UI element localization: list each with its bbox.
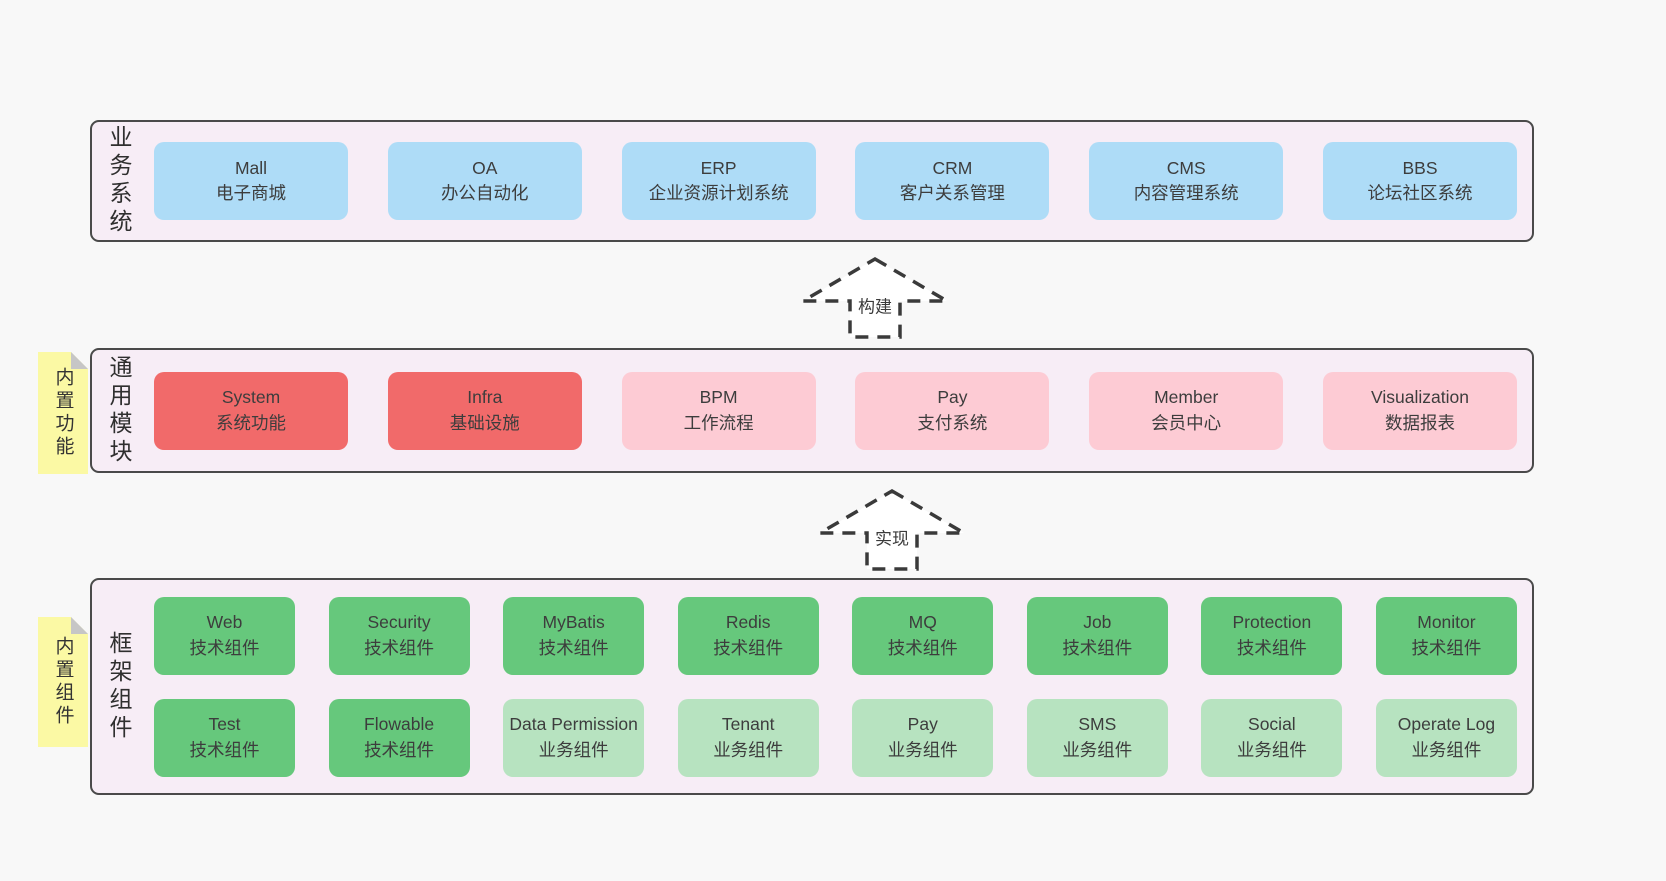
- box-title: Test: [208, 714, 241, 735]
- box-sms: SMS 业务组件: [1026, 698, 1168, 777]
- implement-arrow: 实现: [817, 487, 967, 573]
- box-web: Web 技术组件: [154, 596, 295, 675]
- box-subtitle: 技术组件: [1236, 637, 1307, 658]
- box-subtitle: 内容管理系统: [1133, 183, 1239, 203]
- box-title: Social: [1248, 714, 1296, 735]
- box-infra: Infra 基础设施: [387, 371, 582, 450]
- box-data-permission: Data Permission 业务组件: [503, 698, 645, 777]
- box-subtitle: 技术组件: [1411, 637, 1482, 658]
- box-subtitle: 技术组件: [538, 637, 609, 658]
- box-oa: OA 办公自动化: [387, 142, 582, 220]
- box-subtitle: 技术组件: [887, 637, 958, 658]
- panel-business-systems: 业务系统 Mall 电子商城 OA 办公自动化 ERP 企业资源计划系统 CRM…: [90, 120, 1534, 242]
- box-title: Operate Log: [1397, 714, 1496, 735]
- box-title: Job: [1083, 612, 1112, 633]
- box-title: Flowable: [364, 714, 435, 735]
- box-subtitle: 业务组件: [1062, 739, 1133, 760]
- panel-business-label: 业务系统: [106, 125, 132, 237]
- box-mq: MQ 技术组件: [852, 596, 994, 675]
- box-subtitle: 电子商城: [216, 183, 286, 203]
- box-title: Pay: [937, 387, 968, 408]
- sticky-note-label: 内置功能: [52, 367, 74, 459]
- box-title: MQ: [908, 612, 937, 633]
- box-title: Web: [206, 612, 243, 633]
- box-subtitle: 会员中心: [1151, 412, 1222, 433]
- box-title: CMS: [1166, 157, 1206, 178]
- box-title: CRM: [932, 157, 973, 178]
- box-mall: Mall 电子商城: [154, 142, 348, 220]
- box-bbs: BBS 论坛社区系统: [1322, 142, 1517, 220]
- box-subtitle: 业务组件: [538, 739, 609, 760]
- box-title: Monitor: [1417, 612, 1476, 633]
- box-title: BPM: [699, 387, 738, 408]
- box-security: Security 技术组件: [328, 596, 470, 675]
- box-title: Protection: [1232, 612, 1312, 633]
- box-subtitle: 技术组件: [713, 637, 784, 658]
- box-redis: Redis 技术组件: [677, 596, 819, 675]
- box-crm: CRM 客户关系管理: [855, 142, 1050, 220]
- box-subtitle: 技术组件: [189, 739, 260, 760]
- implement-arrow-label: 实现: [873, 524, 911, 550]
- box-subtitle: 论坛社区系统: [1367, 183, 1473, 203]
- box-operate-log: Operate Log 业务组件: [1375, 698, 1517, 777]
- box-title: ERP: [700, 157, 737, 178]
- box-tenant: Tenant 业务组件: [677, 698, 819, 777]
- panel-components-label: 框架组件: [106, 630, 132, 743]
- box-job: Job 技术组件: [1026, 596, 1168, 675]
- box-title: OA: [472, 157, 498, 178]
- box-subtitle: 业务组件: [1411, 739, 1482, 760]
- box-title: Member: [1154, 387, 1219, 408]
- box-subtitle: 数据报表: [1384, 412, 1455, 433]
- box-subtitle: 客户关系管理: [899, 183, 1005, 203]
- box-protection: Protection 技术组件: [1201, 596, 1343, 675]
- box-title: Pay: [907, 714, 938, 735]
- box-subtitle: 技术组件: [189, 637, 260, 658]
- box-bpm: BPM 工作流程: [621, 371, 816, 450]
- box-subtitle: 业务组件: [713, 739, 784, 760]
- box-member: Member 会员中心: [1089, 371, 1284, 450]
- box-subtitle: 基础设施: [449, 412, 520, 433]
- box-title: MyBatis: [542, 612, 605, 633]
- box-system: System 系统功能: [154, 371, 348, 450]
- box-pay-component: Pay 业务组件: [852, 698, 994, 777]
- panel-modules-label: 通用模块: [106, 354, 132, 467]
- box-subtitle: 业务组件: [1236, 739, 1307, 760]
- box-title: Data Permission: [509, 714, 638, 735]
- box-title: Infra: [467, 387, 503, 408]
- box-subtitle: 业务组件: [887, 739, 958, 760]
- build-arrow-label: 构建: [856, 292, 894, 318]
- box-subtitle: 技术组件: [364, 637, 435, 658]
- box-subtitle: 办公自动化: [441, 183, 529, 203]
- box-test: Test 技术组件: [154, 698, 295, 777]
- box-title: Redis: [725, 612, 771, 633]
- panel-common-modules: 通用模块 System 系统功能 Infra 基础设施 BPM 工作流程 Pay…: [90, 348, 1534, 473]
- box-cms: CMS 内容管理系统: [1089, 142, 1284, 220]
- box-visualization: Visualization 数据报表: [1322, 371, 1517, 450]
- box-pay-system: Pay 支付系统: [855, 371, 1050, 450]
- box-title: SMS: [1078, 714, 1117, 735]
- box-subtitle: 工作流程: [683, 412, 754, 433]
- box-erp: ERP 企业资源计划系统: [621, 142, 816, 220]
- box-title: System: [221, 387, 281, 408]
- sticky-note-built-in-components: 内置组件: [38, 617, 88, 747]
- box-title: BBS: [1402, 157, 1438, 178]
- box-title: Tenant: [721, 714, 775, 735]
- box-title: Visualization: [1371, 387, 1469, 408]
- build-arrow: 构建: [800, 255, 950, 341]
- box-social: Social 业务组件: [1201, 698, 1343, 777]
- box-subtitle: 技术组件: [1062, 637, 1133, 658]
- sticky-note-built-in-functions: 内置功能: [38, 352, 88, 474]
- box-flowable: Flowable 技术组件: [328, 698, 470, 777]
- box-monitor: Monitor 技术组件: [1375, 596, 1517, 675]
- box-subtitle: 技术组件: [364, 739, 435, 760]
- sticky-note-label: 内置组件: [52, 636, 74, 728]
- box-mybatis: MyBatis 技术组件: [503, 596, 645, 675]
- box-title: Mall: [234, 157, 268, 178]
- box-subtitle: 系统功能: [216, 412, 286, 433]
- box-subtitle: 企业资源计划系统: [648, 183, 789, 203]
- box-title: Security: [367, 612, 431, 633]
- panel-framework-components: 框架组件 Web 技术组件 Security 技术组件 MyBatis 技术组件…: [90, 578, 1534, 795]
- box-subtitle: 支付系统: [917, 412, 988, 433]
